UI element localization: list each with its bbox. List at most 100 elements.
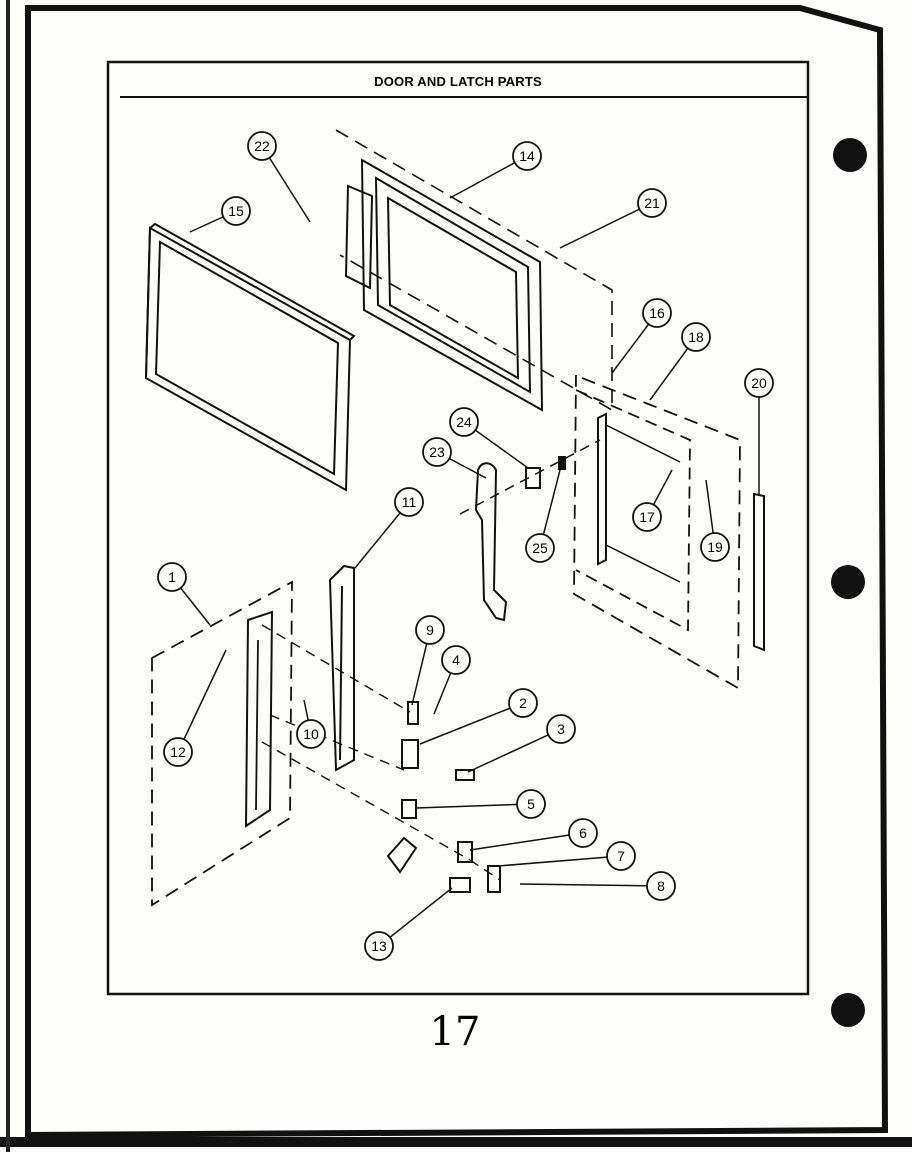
callout-circle — [364, 931, 394, 961]
punch-hole-bottom — [831, 993, 865, 1027]
callout-number: 2 — [519, 695, 527, 711]
callout-22: 22 — [247, 131, 311, 223]
callout-number: 1 — [168, 569, 176, 585]
callout-number: 20 — [751, 375, 767, 391]
callout-11: 11 — [354, 487, 424, 569]
callout-number: 16 — [649, 305, 665, 321]
assembly-lines — [261, 624, 501, 881]
callout-circle — [546, 714, 576, 744]
part-24-clip — [525, 467, 541, 489]
callout-number: 4 — [452, 652, 460, 668]
callout-circle — [700, 532, 730, 562]
callout-5: 5 — [415, 789, 546, 819]
leader-line — [469, 832, 584, 851]
callout-number: 6 — [579, 825, 587, 841]
leader-line — [467, 728, 562, 773]
callout-1: 1 — [157, 562, 211, 626]
callout-circle — [221, 196, 251, 226]
callout-number: 11 — [402, 494, 417, 510]
callout-number: 13 — [371, 938, 387, 954]
callout-19: 19 — [700, 479, 730, 562]
callout-circle — [646, 871, 676, 901]
callout-circle — [642, 298, 672, 328]
callout-number: 23 — [429, 444, 445, 460]
callout-number: 15 — [228, 203, 244, 219]
callout-number: 18 — [688, 329, 704, 345]
callout-circle — [163, 737, 193, 767]
callout-circle — [422, 437, 452, 467]
callout-number: 8 — [657, 878, 665, 894]
punch-hole-middle — [831, 565, 865, 599]
callout-number: 25 — [532, 540, 548, 556]
callout-24: 24 — [449, 407, 529, 469]
part-11-latch-channel — [328, 564, 355, 772]
callout-8: 8 — [519, 871, 676, 901]
callout-21: 21 — [559, 188, 667, 249]
part-5-plate — [401, 799, 417, 819]
callout-number: 14 — [519, 148, 535, 164]
callout-6: 6 — [469, 818, 598, 851]
callout-number: 17 — [639, 509, 655, 525]
callout-18: 18 — [649, 322, 711, 401]
callout-10: 10 — [296, 699, 326, 749]
callout-14: 14 — [449, 141, 542, 199]
callout-7: 7 — [497, 841, 636, 871]
part-1-latch-housing — [151, 580, 293, 907]
leader-line — [519, 883, 662, 887]
callout-25: 25 — [525, 469, 561, 563]
part-15-door-panel — [144, 222, 356, 492]
callout-circle — [525, 533, 555, 563]
leader-line — [497, 855, 622, 867]
part-2-switch-upper — [401, 739, 419, 769]
callout-17: 17 — [632, 469, 673, 532]
callout-circle — [296, 719, 326, 749]
part-16-latch-plate-assembly — [573, 374, 741, 690]
part-13-actuator — [449, 877, 471, 893]
part-14-door-frame — [335, 129, 613, 412]
page-number: 17 — [430, 1009, 481, 1055]
part-25-spring — [558, 456, 566, 470]
callout-23: 23 — [422, 437, 487, 479]
callout-number: 22 — [254, 138, 270, 154]
punch-hole-top — [833, 138, 867, 172]
callout-4: 4 — [433, 645, 471, 715]
callout-circle — [606, 841, 636, 871]
callout-number: 12 — [170, 744, 186, 760]
callout-circle — [449, 407, 479, 437]
callout-circle — [632, 502, 662, 532]
part-23-latch-arm — [459, 439, 601, 622]
callout-circle — [157, 562, 187, 592]
leader-line — [415, 803, 532, 809]
leader-line — [419, 702, 524, 745]
leader-line — [378, 887, 453, 947]
callout-number: 24 — [456, 414, 472, 430]
callout-number: 21 — [644, 195, 660, 211]
callout-12: 12 — [163, 649, 227, 767]
callout-number: 3 — [557, 721, 565, 737]
callout-number: 19 — [707, 539, 723, 555]
part-3-actuator — [455, 769, 475, 781]
callout-number: 7 — [617, 848, 625, 864]
callout-circle — [415, 615, 445, 645]
callout-circle — [394, 487, 424, 517]
switch-parts-group — [386, 701, 501, 893]
callout-number: 5 — [527, 796, 535, 812]
callout-9: 9 — [411, 615, 445, 706]
callout-circle — [681, 322, 711, 352]
callout-circle — [744, 368, 774, 398]
callout-circle — [516, 789, 546, 819]
scan-border — [25, 5, 889, 1139]
callout-circle — [512, 141, 542, 171]
callout-circle — [637, 188, 667, 218]
callout-circle — [508, 688, 538, 718]
callout-number: 10 — [303, 726, 319, 742]
callout-20: 20 — [744, 368, 774, 494]
part-6-switch — [457, 841, 473, 863]
callout-13: 13 — [364, 887, 453, 961]
leader-line — [177, 649, 227, 753]
callout-2: 2 — [419, 688, 538, 745]
leader-line — [559, 202, 653, 249]
part-20-latch-strip — [753, 492, 765, 652]
